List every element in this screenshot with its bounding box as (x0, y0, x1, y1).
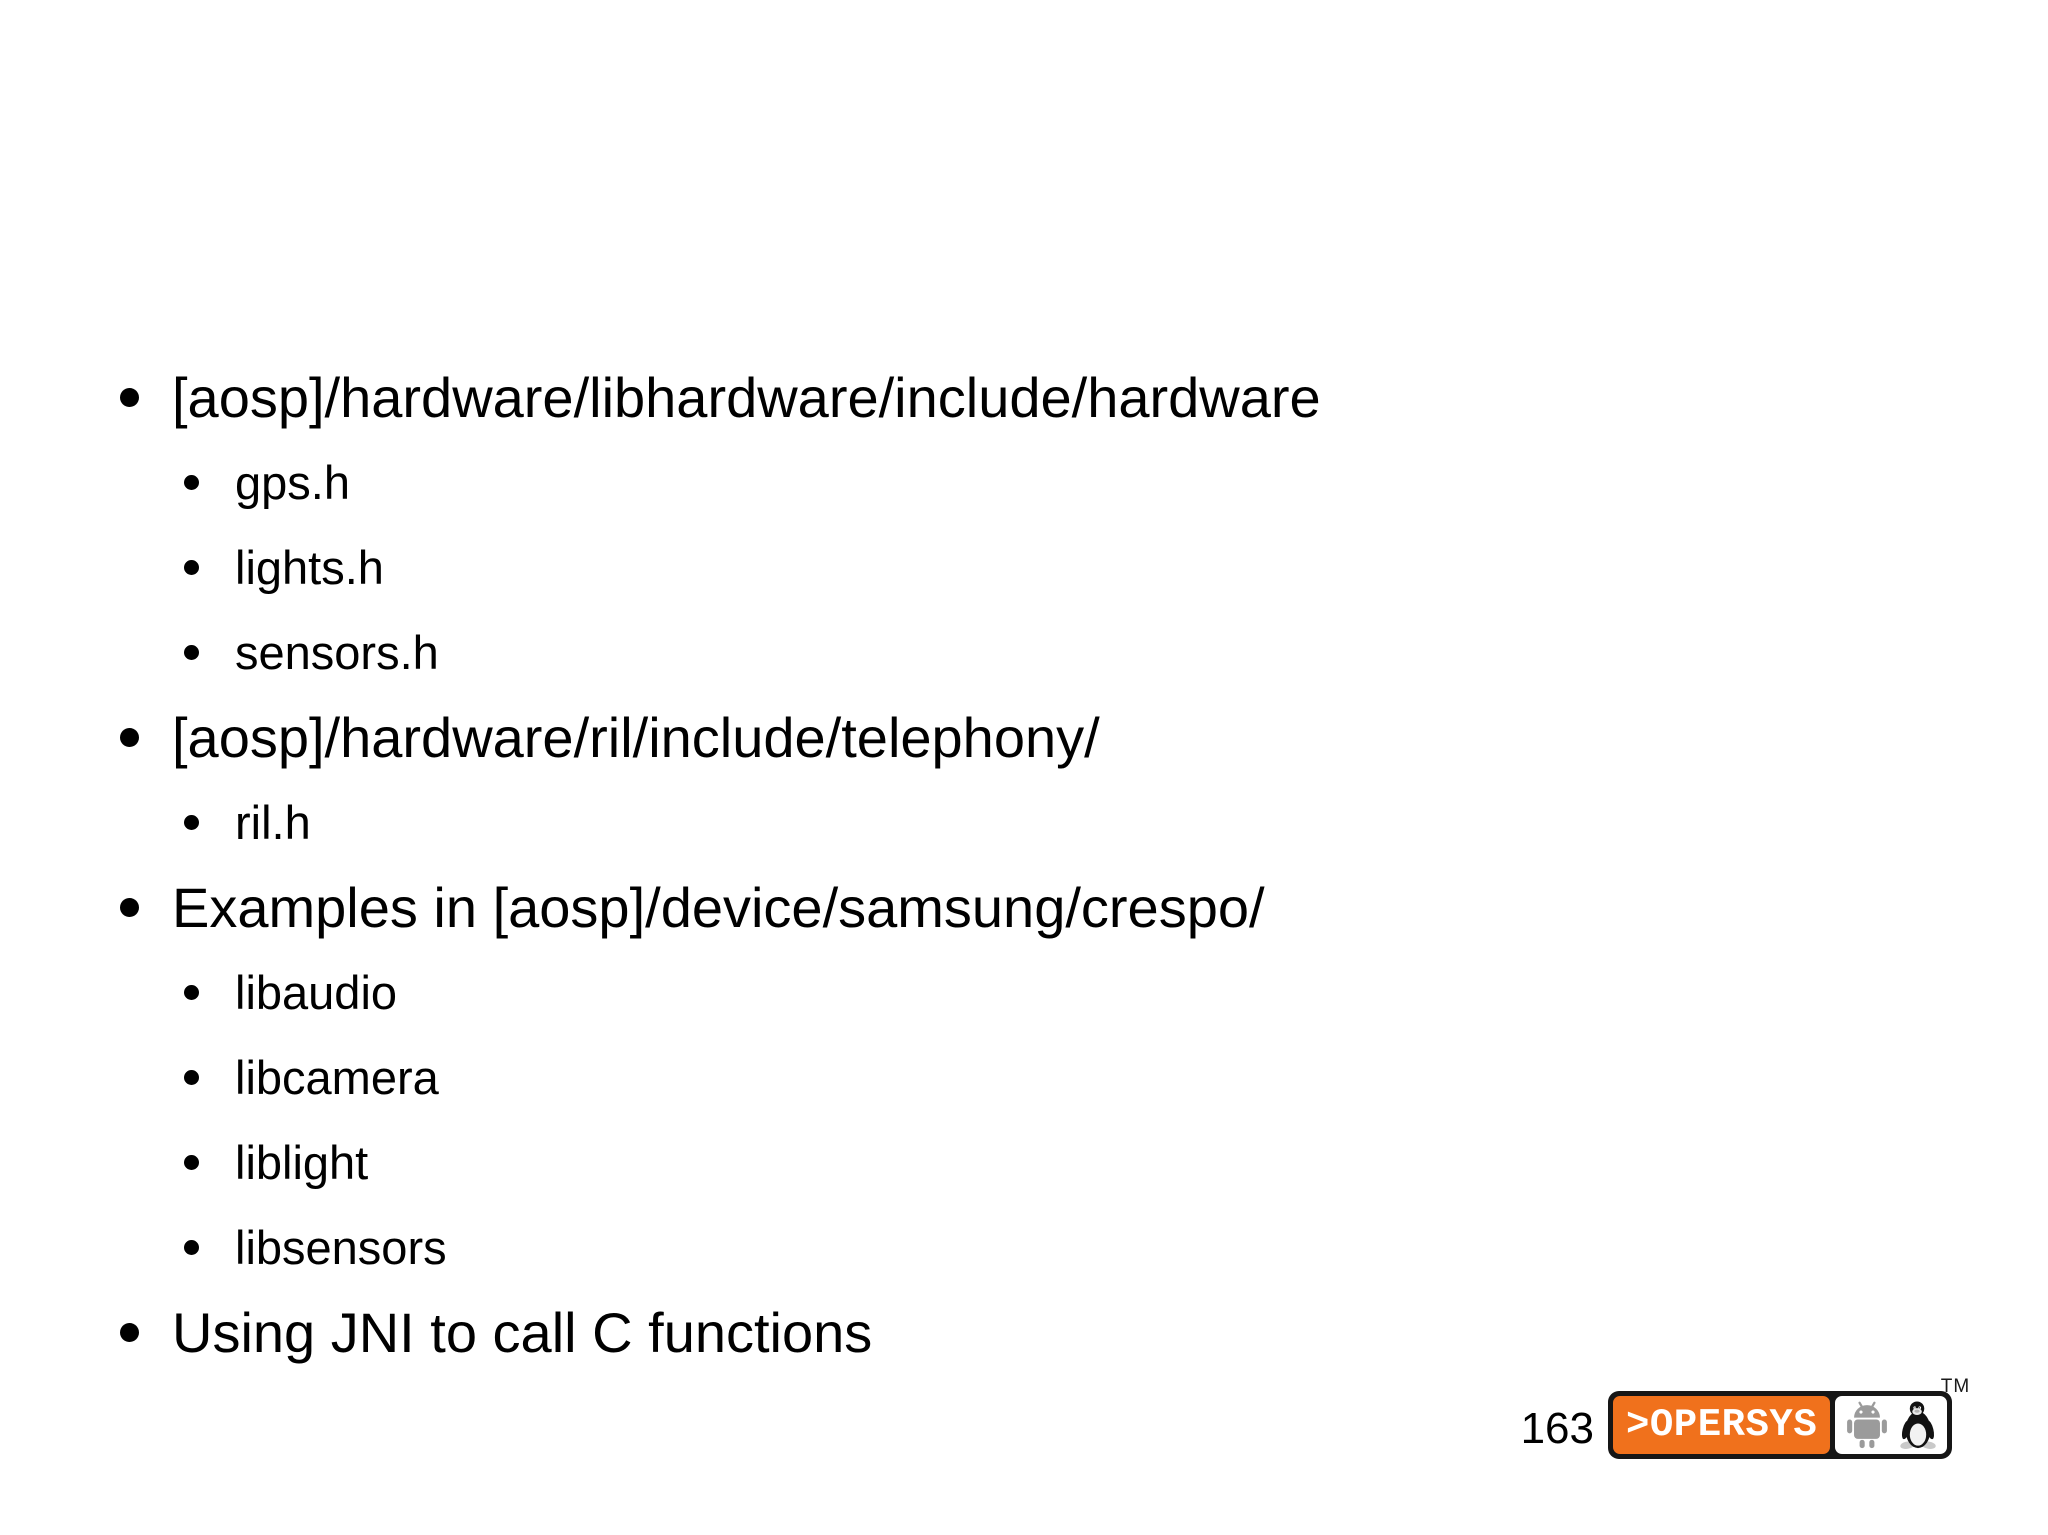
bullet-marker (184, 815, 199, 830)
bullet-text: [aosp]/hardware/ril/include/telephony/ (172, 706, 1100, 769)
bullet-item: gps.h (96, 440, 1916, 525)
bullet-text: [aosp]/hardware/libhardware/include/hard… (172, 366, 1321, 429)
bullet-marker (120, 898, 139, 917)
bullet-text: lights.h (235, 541, 384, 594)
android-robot-icon (1847, 1401, 1888, 1449)
bullet-marker (184, 1070, 199, 1085)
bullet-text: Examples in [aosp]/device/samsung/crespo… (172, 876, 1265, 939)
bullet-item: ril.h (96, 780, 1916, 865)
bullet-item: [aosp]/hardware/ril/include/telephony/ (96, 695, 1916, 780)
bullet-text: libcamera (235, 1051, 439, 1104)
bullet-text: sensors.h (235, 626, 439, 679)
bullet-marker (184, 475, 199, 490)
tux-penguin-icon (1900, 1401, 1936, 1449)
bullet-item: sensors.h (96, 610, 1916, 695)
bullet-item: libcamera (96, 1035, 1916, 1120)
bullet-text: Using JNI to call C functions (172, 1301, 873, 1364)
bullet-item: lights.h (96, 525, 1916, 610)
trademark-label: TM (1940, 1376, 1971, 1397)
bullet-list: [aosp]/hardware/libhardware/include/hard… (96, 355, 1916, 1375)
opersys-badge: >OPERSYS (1608, 1391, 1953, 1459)
bullet-text: ril.h (235, 796, 311, 849)
bullet-item: Examples in [aosp]/device/samsung/crespo… (96, 865, 1916, 950)
bullet-item: [aosp]/hardware/libhardware/include/hard… (96, 355, 1916, 440)
bullet-marker (120, 388, 139, 407)
opersys-badge-icons (1835, 1396, 1948, 1454)
bullet-item: libaudio (96, 950, 1916, 1035)
opersys-logo: >OPERSYS (1608, 1376, 1969, 1459)
opersys-logo-text: >OPERSYS (1626, 1403, 1818, 1447)
bullet-text: libsensors (235, 1221, 447, 1274)
bullet-marker (120, 728, 139, 747)
bullet-marker (184, 560, 199, 575)
bullet-marker (184, 645, 199, 660)
page-number: 163 (1520, 1404, 1594, 1453)
bullet-marker (184, 1240, 199, 1255)
bullet-item: liblight (96, 1120, 1916, 1205)
bullet-marker (120, 1323, 139, 1342)
opersys-badge-orange: >OPERSYS (1613, 1396, 1831, 1454)
bullet-marker (184, 1155, 199, 1170)
bullet-text: libaudio (235, 966, 398, 1019)
bullet-text: gps.h (235, 456, 350, 509)
bullet-text: liblight (235, 1136, 369, 1189)
bullet-marker (184, 985, 199, 1000)
bullet-item: Using JNI to call C functions (96, 1290, 1916, 1375)
bullet-item: libsensors (96, 1205, 1916, 1290)
